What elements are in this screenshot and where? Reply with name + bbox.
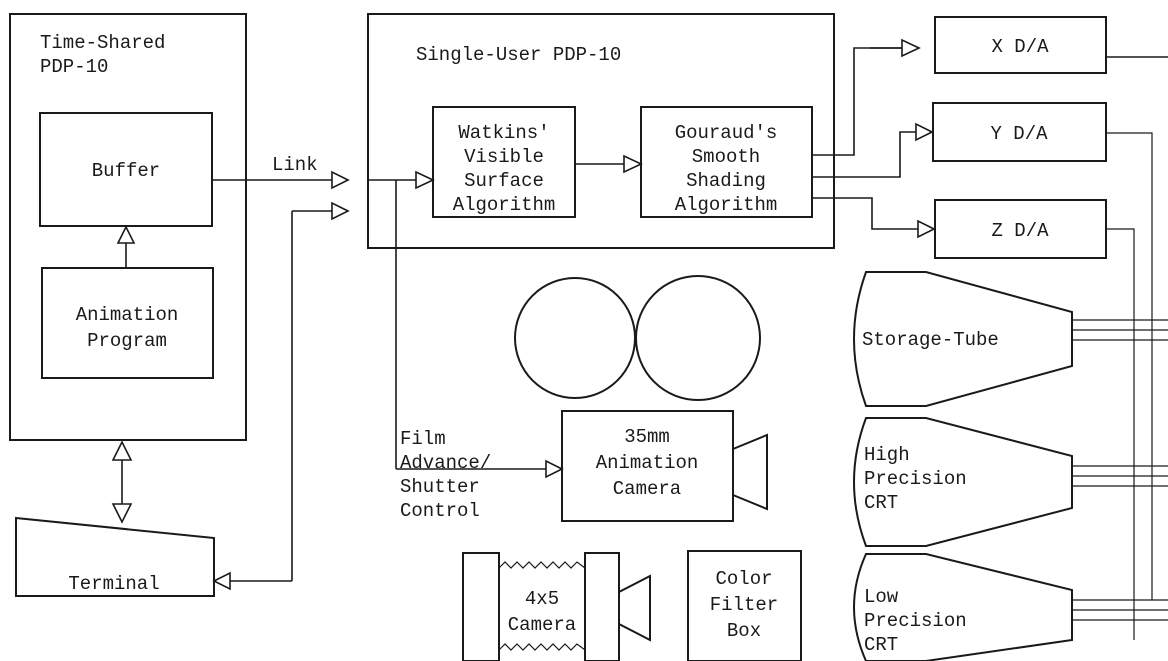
camera-4x5-bellows-top [498, 561, 586, 569]
z-da-output [1106, 228, 1135, 640]
x-da-label: X D/A [991, 36, 1049, 58]
camera-35mm-label-3: Camera [613, 478, 681, 500]
watkins-label-2: Visible [464, 146, 544, 168]
camera-4x5-bellows-bottom [498, 643, 586, 651]
gouraud-label-4: Algorithm [675, 194, 778, 216]
camera-35mm-label-2: Animation [596, 452, 699, 474]
camera-4x5-back [462, 552, 500, 661]
gouraud-to-z-line [812, 197, 918, 230]
storage-tube-label: Storage-Tube [862, 329, 999, 351]
camera-35mm-label: 35mm [624, 426, 670, 448]
film-control-arrow [545, 459, 564, 479]
gouraud-to-x-line [812, 47, 902, 156]
gouraud-label: Gouraud's [675, 122, 778, 144]
time-shared-pdp10-box [9, 13, 247, 441]
terminal-link-arrow-up [111, 440, 133, 461]
color-filter-label-2: Filter [710, 594, 778, 616]
color-filter-label-3: Box [727, 620, 761, 642]
link-arrow [331, 170, 350, 190]
camera-4x5-front [584, 552, 620, 661]
low-precision-label: Low [864, 586, 899, 608]
time-shared-label-2: PDP-10 [40, 56, 108, 78]
film-reel-right [635, 275, 761, 401]
terminal-link-arrow-down [111, 503, 133, 524]
watkins-box [432, 106, 576, 218]
watkins-to-gouraud-arrow [623, 154, 643, 174]
film-control-label: Film [400, 428, 446, 450]
camera-4x5-lens [618, 574, 651, 642]
terminal-return-arrow [212, 571, 231, 591]
single-user-label: Single-User PDP-10 [416, 44, 621, 66]
high-precision-crt-shape [853, 417, 1073, 547]
x-da-box [934, 16, 1107, 74]
y-da-label: Y D/A [990, 123, 1048, 145]
animation-program-label-2: Program [87, 330, 167, 352]
storage-tube-shape [853, 271, 1073, 407]
film-control-label-3: Shutter [400, 476, 480, 498]
time-shared-label: Time-Shared [40, 32, 165, 54]
watkins-label-4: Algorithm [453, 194, 556, 216]
color-filter-label: Color [715, 568, 772, 590]
z-da-label: Z D/A [991, 220, 1049, 242]
buffer-label: Buffer [92, 160, 160, 182]
single-user-pdp10-box [367, 13, 835, 249]
film-control-label-2: Advance/ [400, 452, 491, 474]
animation-program-box [41, 267, 214, 379]
gouraud-to-y-arrow [915, 122, 934, 142]
terminal-label: Terminal [68, 573, 159, 595]
color-filter-box [687, 550, 802, 661]
link-label: Link [272, 154, 318, 176]
low-precision-label-2: Precision [864, 610, 967, 632]
y-da-output [1106, 132, 1153, 600]
high-precision-label: High [864, 444, 910, 466]
watkins-label: Watkins' [458, 122, 549, 144]
gouraud-to-x-arrow [901, 38, 921, 58]
high-precision-label-2: Precision [864, 468, 967, 490]
film-reel-left [514, 277, 636, 399]
camera-4x5-label: 4x5 [525, 588, 559, 610]
internal-link-arrow [415, 170, 435, 190]
gouraud-to-z-arrow [917, 219, 936, 239]
film-control-label-4: Control [400, 500, 480, 522]
terminal-shape [15, 516, 215, 597]
high-precision-label-3: CRT [864, 492, 898, 514]
gouraud-label-3: Shading [686, 170, 766, 192]
camera-4x5-label-2: Camera [508, 614, 576, 636]
animation-program-label: Animation [76, 304, 179, 326]
program-to-buffer-arrow [116, 225, 136, 244]
low-precision-label-3: CRT [864, 634, 898, 656]
camera-35mm-lens [732, 433, 768, 511]
low-precision-crt-shape [853, 553, 1073, 661]
watkins-label-3: Surface [464, 170, 544, 192]
terminal-return-arrow-in [331, 201, 350, 221]
gouraud-box [640, 106, 813, 218]
gouraud-to-y-line [812, 131, 916, 178]
gouraud-label-2: Smooth [692, 146, 760, 168]
